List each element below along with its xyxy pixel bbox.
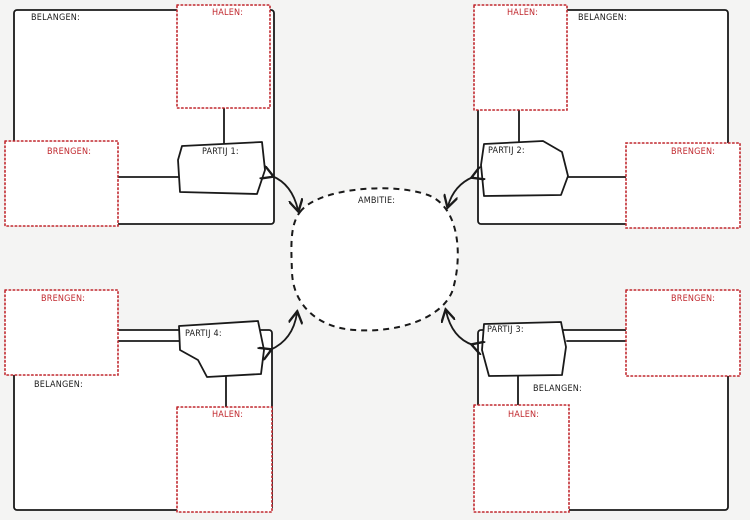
quadrant-party-2 (473, 4, 741, 229)
belangen-label-party-3: BELANGEN: (533, 384, 582, 394)
ambition-label: AMBITIE: (358, 196, 396, 206)
brengen-label-party-1: BRENGEN: (47, 147, 92, 157)
arrow-party-4-ambition (270, 313, 297, 350)
halen-box-party-2[interactable] (473, 4, 568, 111)
halen-label-party-1: HALEN: (212, 8, 244, 18)
brengen-box-party-2[interactable] (625, 142, 741, 229)
party-label-1: PARTIJ 1: (202, 147, 239, 157)
brengen-label-party-2: BRENGEN: (671, 147, 716, 157)
quadrant-party-3 (473, 289, 741, 513)
halen-box-party-1[interactable] (176, 4, 271, 109)
brengen-box-party-3[interactable] (625, 289, 741, 377)
arrow-party-3-ambition (446, 311, 473, 345)
arrow-party-2-ambition (448, 177, 473, 206)
brengen-label-party-3: BRENGEN: (671, 294, 716, 304)
belangen-label-party-1: BELANGEN: (31, 13, 80, 23)
brengen-label-party-4: BRENGEN: (41, 294, 86, 304)
halen-box-party-4[interactable] (176, 406, 273, 513)
party-label-3: PARTIJ 3: (487, 325, 524, 335)
halen-label-party-4: HALEN: (212, 410, 244, 420)
belangen-label-party-4: BELANGEN: (34, 380, 83, 390)
brengen-box-party-1[interactable] (4, 140, 119, 227)
party-box-1[interactable] (177, 141, 266, 195)
halen-box-party-3[interactable] (473, 404, 570, 513)
belangen-label-party-2: BELANGEN: (578, 13, 627, 23)
halen-label-party-2: HALEN: (507, 8, 539, 18)
quadrant-party-4 (4, 289, 273, 513)
arrow-party-1-ambition (272, 176, 298, 210)
brengen-box-party-4[interactable] (4, 289, 119, 376)
quadrant-party-1 (4, 4, 275, 227)
party-label-4: PARTIJ 4: (185, 329, 222, 339)
ambition-blob[interactable] (290, 187, 459, 332)
party-label-2: PARTIJ 2: (488, 146, 525, 156)
halen-label-party-3: HALEN: (508, 410, 540, 420)
